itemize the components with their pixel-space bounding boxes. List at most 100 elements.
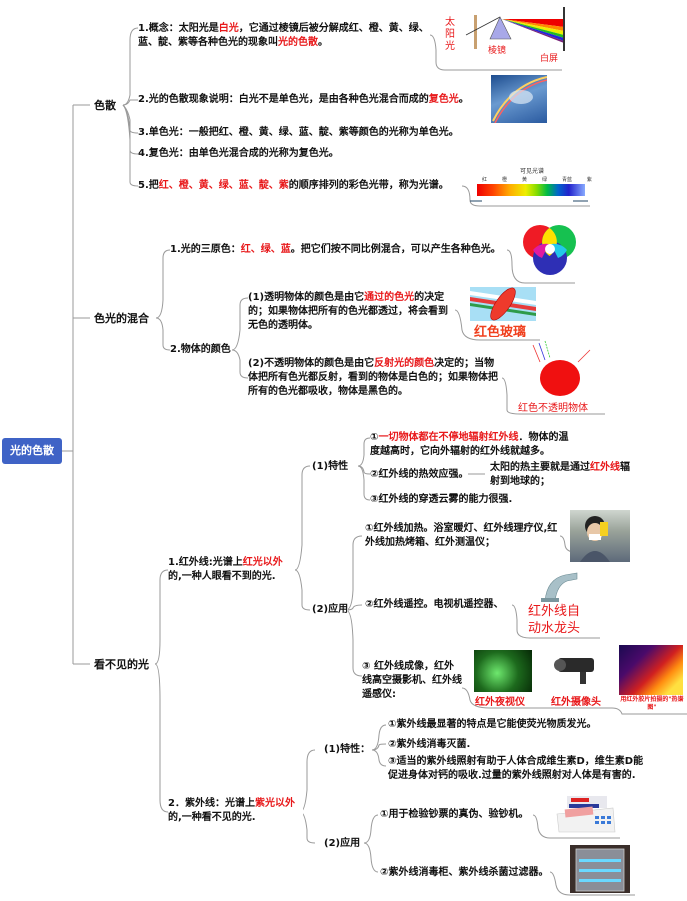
text-highlight: 紫光以外: [254, 798, 295, 809]
night-vision-photo: [474, 650, 532, 692]
text: ①紫外线最显著的特点是它能使荧光物质发光。: [388, 719, 597, 730]
text: ②红外线遥控。电视机遥控器、: [365, 599, 504, 610]
node-uv-app-1[interactable]: ①用于检验钞票的真伪、验钞机。: [380, 808, 529, 822]
text: 2.光的色散现象说明：白光不是单色光，是由各种色光混合而成的: [138, 94, 429, 105]
text: 3.单色光：一般把红、橙、黄、绿、蓝、靛、紫等颜色的光称为单色光。: [138, 127, 459, 138]
text: 。: [318, 37, 328, 48]
prism-diagram-image: 太阳光 棱镜 白屏: [440, 5, 565, 65]
node-ultraviolet[interactable]: 2．紫外线：光谱上紫光以外的,一种看不见的光.: [168, 797, 303, 825]
prism-label-screen: 白屏: [540, 54, 559, 64]
thermometer-photo: [570, 510, 630, 562]
text-highlight: 红、绿、蓝: [240, 244, 291, 255]
text: ③红外线的穿透云雾的能力很强.: [370, 494, 513, 505]
node-ir-app-2[interactable]: ②红外线遥控。电视机遥控器、: [365, 598, 504, 612]
node-uv-trait-3[interactable]: ③适当的紫外线照射有助于人体合成维生素D，维生素D能促进身体对钙的吸收.过量的紫…: [388, 755, 653, 783]
thermal-photo: [619, 645, 683, 695]
visible-spectrum-image: 可见光谱 红橙黄绿青蓝紫: [470, 165, 595, 207]
text: 1.光的三原色：: [170, 244, 241, 255]
red-glass-image: 红色玻璃: [470, 287, 536, 337]
uv-sterilizer-image: [570, 845, 630, 893]
text: 的,一种人眼看不到的光.: [168, 571, 276, 582]
text-highlight: 红外线: [590, 462, 620, 473]
text: 1.概念：太阳光是: [138, 23, 219, 34]
uv-lamp-icon: [575, 848, 625, 892]
node-uv-traits[interactable]: (1)特性：: [324, 743, 371, 757]
node-infrared-traits[interactable]: (1)特性: [312, 460, 349, 474]
node-dispersion-explain[interactable]: 2.光的色散现象说明：白光不是单色光，是由各种色光混合而成的复色光。: [138, 93, 469, 107]
spectrum-labels: 红橙黄绿青蓝紫: [482, 177, 592, 183]
node-ir-trait-1[interactable]: ①一切物体都在不停地辐射红外线．物体的温度越高时，它向外辐射的红外线就越多。: [370, 431, 570, 459]
node-dispersion-concept[interactable]: 1.概念：太阳光是白光，它通过棱镜后被分解成红、橙、黄、绿、蓝、靛、紫等各种色光…: [138, 22, 430, 50]
rgb-venn-icon: [523, 225, 576, 275]
text-highlight: 红、橙、黄、绿、蓝、靛、紫: [158, 180, 289, 191]
text: ③适当的紫外线照射有助于人体合成维生素D，维生素D能促进身体对钙的吸收.过量的紫…: [388, 756, 644, 781]
node-ir-trait-3[interactable]: ③红外线的穿透云雾的能力很强.: [370, 493, 513, 507]
text: 的决定的；如果物体把所有的色光都透过，将会看到无色的透明体。: [248, 292, 448, 331]
text: ②红外线的热效应强。: [370, 469, 469, 480]
auto-faucet-image: 红外线自动水龙头: [525, 565, 600, 640]
text: ③ 红外线成像，红外线高空摄影机、红外线遥感仪:: [362, 661, 462, 700]
text: 的,一种看不见的光.: [168, 812, 256, 823]
node-dispersion[interactable]: 色散: [90, 97, 120, 115]
node-polychromatic[interactable]: 4.复色光：由单色光混合成的光称为复色光。: [138, 147, 339, 161]
text: 的顺序排列的彩色光带，称为光谱。: [288, 180, 449, 191]
text: 。把它们按不同比例混合，可以产生各种色光。: [290, 244, 501, 255]
red-opaque-caption: 红色不透明物体: [518, 403, 588, 414]
text: (1)透明物体的颜色是由它: [248, 292, 365, 303]
faucet-icon: [541, 572, 578, 602]
rainbow-photo: [491, 75, 547, 123]
text-highlight: 一切物体都在不停地辐射红外线: [378, 432, 519, 443]
node-infrared-apps[interactable]: (2)应用: [312, 603, 349, 617]
node-uv-trait-2[interactable]: ②紫外线消毒灭菌.: [388, 738, 471, 752]
root-node[interactable]: 光的色散: [2, 438, 62, 464]
text-highlight: 光的色散: [278, 37, 318, 48]
node-infrared[interactable]: 1.红外线:光谱上红光以外的,一种人眼看不到的光.: [168, 556, 295, 584]
node-invisible-light[interactable]: 看不见的光: [90, 656, 153, 674]
thermal-hand-image: 用红外胶片拍摄的"热谱图": [617, 645, 685, 715]
node-monochromatic[interactable]: 3.单色光：一般把红、橙、黄、绿、蓝、靛、紫等颜色的光称为单色光。: [138, 126, 459, 140]
node-primary-colors[interactable]: 1.光的三原色：红、绿、蓝。把它们按不同比例混合，可以产生各种色光。: [170, 243, 501, 257]
red-ball-icon: [532, 340, 591, 396]
text: ①: [370, 432, 379, 443]
node-ir-app-3[interactable]: ③ 红外线成像，红外线高空摄影机、红外线遥感仪:: [362, 660, 462, 702]
text-highlight: 反射光的颜色: [374, 358, 435, 369]
node-object-color[interactable]: 2.物体的颜色: [170, 343, 231, 357]
prism-label-sun: 太阳光: [445, 17, 455, 52]
night-vision-caption: 红外夜视仪: [475, 697, 525, 708]
text: 2．紫外线：光谱上: [168, 798, 255, 809]
text: 。: [458, 94, 469, 105]
person-thermometer-icon: [580, 516, 610, 562]
prism-icon: [465, 7, 565, 51]
spectrum-bar: [477, 184, 585, 196]
faucet-caption: 红外线自动水龙头: [528, 604, 581, 636]
spectrum-arrows: [470, 200, 588, 202]
red-opaque-object-image: 红色不透明物体: [515, 340, 610, 415]
node-transparent-object[interactable]: (1)透明物体的颜色是由它通过的色光的决定的；如果物体把所有的色光都透过，将会看…: [248, 291, 455, 333]
rgb-circles-image: [520, 222, 580, 280]
text: ，它通过棱镜后被分解成红、橙、黄、绿、蓝、靛、紫等各种色光的现象叫: [138, 23, 429, 48]
text: 4.复色光：由单色光混合成的光称为复色光。: [138, 148, 339, 159]
node-color-mixing[interactable]: 色光的混合: [90, 310, 153, 328]
ir-camera-image: 红外摄像头: [548, 650, 606, 708]
text-highlight: 复色光: [428, 94, 459, 105]
red-glass-icon: [470, 287, 536, 321]
node-ir-app-1[interactable]: ①红外线加热。浴室暖灯、红外线理疗仪,红外线加热烤箱、红外测温仪；: [365, 522, 560, 550]
node-uv-trait-1[interactable]: ①紫外线最显著的特点是它能使荧光物质发光。: [388, 718, 597, 732]
text: 5.把: [138, 180, 159, 191]
node-ir-trait-2-note[interactable]: 太阳的热主要就是通过红外线辐射到地球的；: [490, 461, 630, 489]
night-vision-image: 红外夜视仪: [474, 650, 532, 708]
node-uv-apps[interactable]: (2)应用: [324, 837, 361, 851]
node-opaque-object[interactable]: (2)不透明物体的颜色是由它反射光的颜色决定的；当物体把所有色光都反射，看到的物…: [248, 357, 500, 399]
text: (2)不透明物体的颜色是由它: [248, 358, 375, 369]
money-detector-image: [555, 792, 617, 834]
node-spectrum[interactable]: 5.把红、橙、黄、绿、蓝、靛、紫的顺序排列的彩色光带，称为光谱。: [138, 179, 449, 193]
security-camera-icon: [554, 658, 594, 684]
money-detector-icon: [556, 796, 616, 833]
text: 决定的；当物体把所有色光都反射，看到的物体是白色的；如果物体把所有的色光都吸收，…: [248, 358, 498, 397]
node-uv-app-2[interactable]: ②紫外线消毒柜、紫外线杀菌过滤器。: [380, 866, 549, 880]
text-highlight: 红光以外: [242, 557, 283, 568]
prism-label-prism: 棱镜: [488, 46, 507, 56]
node-ir-trait-2[interactable]: ②红外线的热效应强。: [370, 468, 469, 482]
red-glass-caption: 红色玻璃: [474, 325, 527, 337]
text: ②紫外线消毒灭菌.: [388, 739, 471, 750]
